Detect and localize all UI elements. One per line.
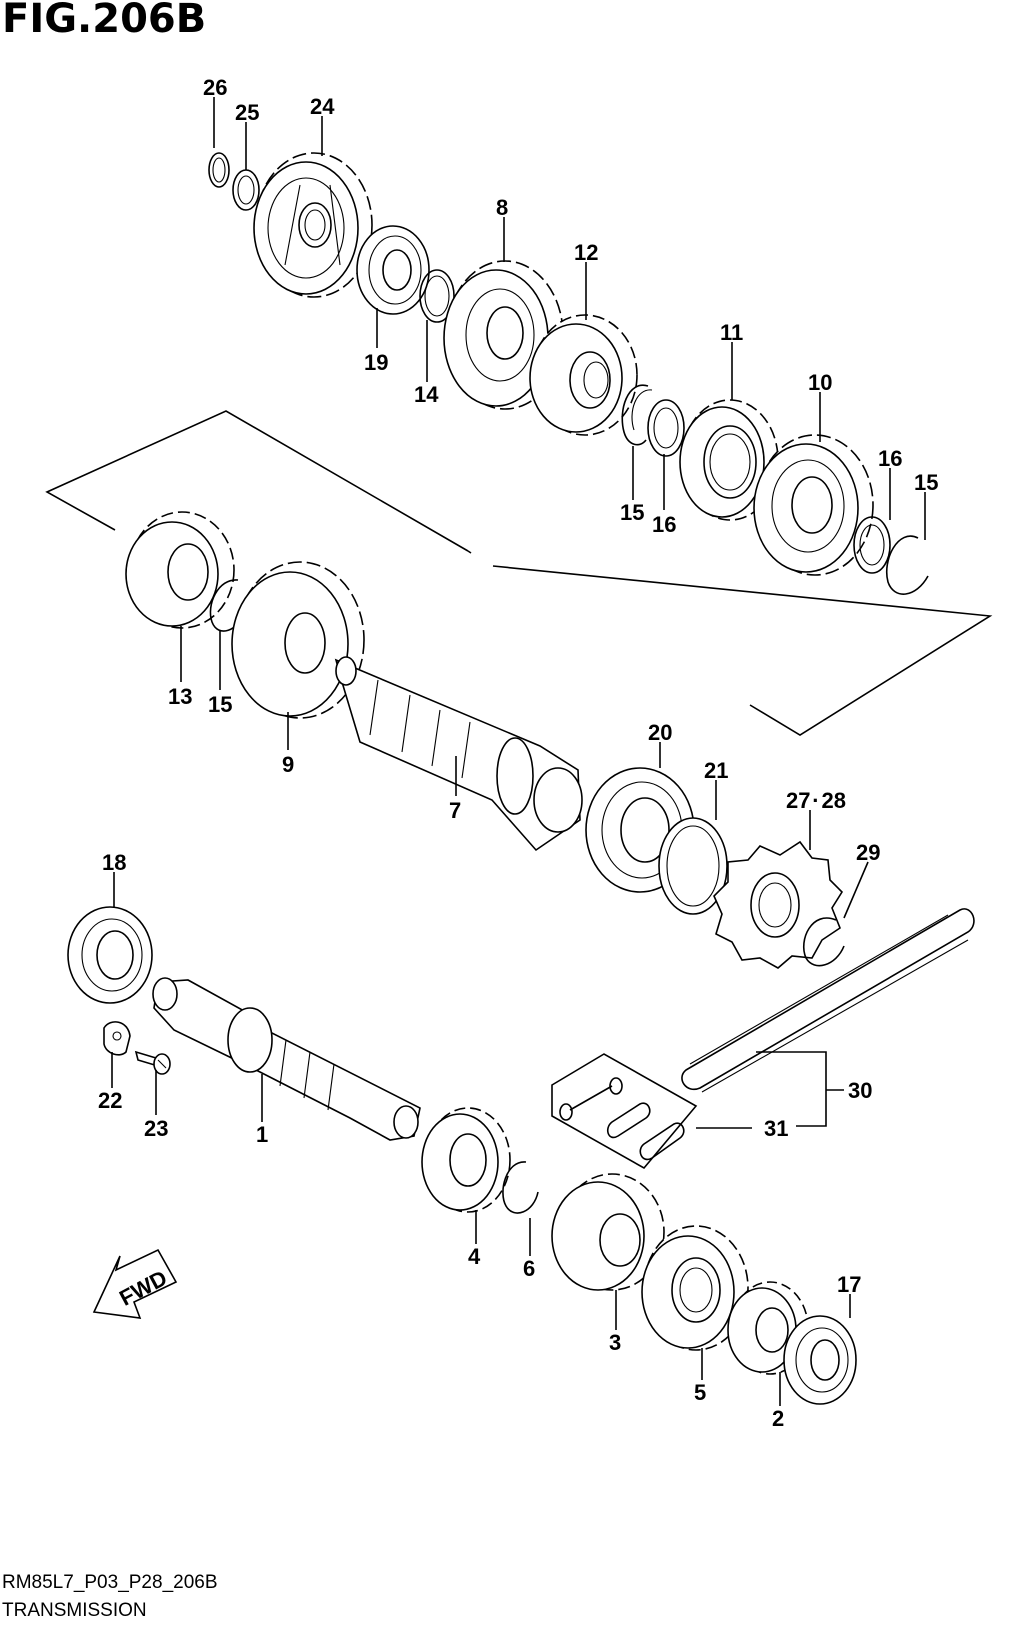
callout-14: 14 xyxy=(414,382,439,407)
callout-26: 26 xyxy=(203,75,227,100)
part-26-circlip xyxy=(208,152,230,188)
part-12-gear xyxy=(529,314,638,436)
callout-6: 6 xyxy=(523,1256,535,1281)
part-13-gear xyxy=(125,511,235,629)
leader-30 xyxy=(756,1051,827,1127)
callout-9: 9 xyxy=(282,752,294,777)
part-14-washer xyxy=(419,269,455,323)
callout-23: 23 xyxy=(144,1116,168,1141)
part-5-gear xyxy=(641,1225,749,1351)
part-17-bearing xyxy=(783,1315,857,1405)
part-3-gear xyxy=(551,1173,665,1291)
part-7-countershaft xyxy=(334,656,583,852)
part-6-circlip xyxy=(502,1161,539,1214)
callout-29: 29 xyxy=(856,840,880,865)
part-22-bearing-retainer xyxy=(103,1021,131,1056)
callout-labels: 26 25 24 8 12 11 10 16 15 19 14 15 16 13… xyxy=(98,75,938,1431)
callout-10: 10 xyxy=(808,370,832,395)
callout-2: 2 xyxy=(772,1406,784,1431)
leader-lines xyxy=(111,97,926,1406)
part-27-28-sprocket xyxy=(713,840,844,969)
part-25-washer xyxy=(232,169,260,211)
callout-25: 25 xyxy=(235,100,259,125)
callout-30: 30 xyxy=(848,1078,872,1103)
figure-code: RM85L7_P03_P28_206B xyxy=(2,1572,218,1593)
callout-24: 24 xyxy=(310,94,335,119)
part-24-gear xyxy=(253,152,373,298)
callout-16-right: 16 xyxy=(878,446,902,471)
part-4-gear xyxy=(421,1107,511,1213)
part-15-circlip-upper xyxy=(621,384,653,446)
part-16-washer-upper xyxy=(647,399,685,457)
figure-title: FIG.206B xyxy=(2,0,207,42)
callout-20: 20 xyxy=(648,720,672,745)
part-21-oil-seal xyxy=(658,817,728,915)
figure-name: TRANSMISSION xyxy=(2,1600,147,1621)
callout-11: 11 xyxy=(720,320,743,345)
callout-8: 8 xyxy=(496,195,508,220)
part-1-main-shaft xyxy=(152,977,421,1141)
callout-31: 31 xyxy=(764,1116,788,1141)
callout-19: 19 xyxy=(364,350,388,375)
part-9-gear xyxy=(231,561,365,719)
fwd-arrow-icon: FWD xyxy=(92,1248,178,1319)
part-29-circlip xyxy=(802,917,845,967)
callout-12: 12 xyxy=(574,240,598,265)
part-31-joint-box xyxy=(551,1053,752,1170)
part-19-bearing xyxy=(356,225,430,315)
countershaft-group-box xyxy=(45,410,993,736)
part-10-gear xyxy=(753,434,874,576)
callout-15-right: 15 xyxy=(914,470,938,495)
part-23-screw xyxy=(134,1050,171,1075)
callout-27-28: 27 · 28 xyxy=(786,788,846,813)
callout-4: 4 xyxy=(468,1244,481,1269)
callout-22: 22 xyxy=(98,1088,122,1113)
callout-18: 18 xyxy=(102,850,126,875)
callout-1: 1 xyxy=(256,1122,268,1147)
part-18-bearing xyxy=(67,906,153,1004)
callout-21: 21 xyxy=(704,758,728,783)
part-16-washer-right xyxy=(853,516,891,574)
callout-3: 3 xyxy=(609,1330,621,1355)
callout-15-upper: 15 xyxy=(620,500,644,525)
callout-13: 13 xyxy=(168,684,192,709)
callout-7: 7 xyxy=(449,798,461,823)
callout-5: 5 xyxy=(694,1380,706,1405)
callout-17: 17 xyxy=(837,1272,861,1297)
callout-15-left: 15 xyxy=(208,692,232,717)
callout-16-upper: 16 xyxy=(652,512,676,537)
part-15-circlip-right xyxy=(885,535,929,595)
part-30-drive-chain xyxy=(681,908,975,1093)
